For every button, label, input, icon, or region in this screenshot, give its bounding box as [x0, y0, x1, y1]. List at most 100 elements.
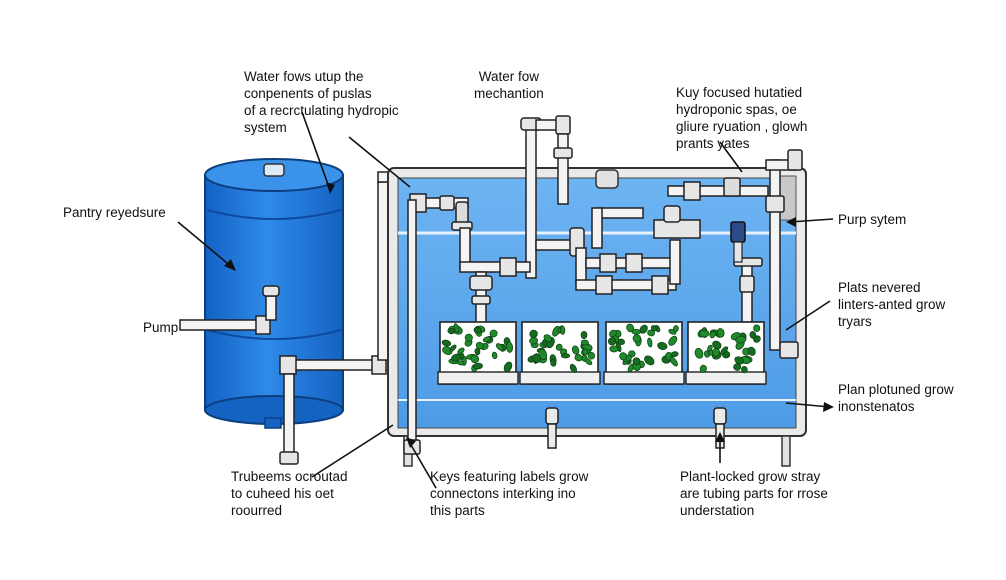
plant-leaf — [580, 339, 589, 346]
plant-leaf — [543, 334, 553, 343]
plant-leaf — [711, 348, 721, 357]
plant-leaf — [449, 344, 457, 352]
plant-leaf — [632, 334, 641, 343]
label-line: linters-anted grow — [838, 297, 946, 312]
plant-leaf — [532, 353, 542, 364]
label-keys-featuring: Keys featuring labels grow connectons in… — [430, 468, 588, 519]
plant-leaf — [451, 353, 461, 362]
label-line: gliure ryuation , glowh — [676, 119, 808, 134]
plant-leaf — [709, 330, 716, 339]
plant-leaf — [609, 345, 619, 353]
plant-leaf — [580, 330, 588, 340]
plant-leaf — [668, 335, 678, 346]
label-line: Plant-locked grow stray — [680, 469, 821, 484]
plant-leaf — [617, 338, 625, 345]
grow-tray — [685, 321, 767, 385]
plant-leaf — [712, 340, 722, 350]
plant-leaf — [747, 346, 756, 356]
label-pump: Pump — [143, 319, 178, 336]
plant-leaf — [453, 323, 460, 333]
label-line: are tubing parts for rrose — [680, 486, 828, 501]
internal-piping — [403, 115, 803, 455]
storage-tank — [204, 158, 344, 429]
label-line: prants yates — [676, 136, 750, 151]
plant-leaf — [619, 352, 628, 361]
label-line: Plan plotuned grow — [838, 382, 954, 397]
plant-leaf — [550, 359, 557, 367]
plant-leaf — [734, 356, 745, 365]
plant-leaf — [670, 351, 679, 358]
label-line: Trubeems ocroutad — [231, 469, 348, 484]
plant-leaf — [669, 356, 678, 367]
plant-leaf — [447, 327, 456, 334]
label-line: tryars — [838, 314, 872, 329]
label-key-focused: Kuy focused hutatied hydroponic spas, oe… — [676, 84, 807, 152]
plant-leaf — [749, 331, 757, 339]
plant-leaf — [571, 345, 580, 355]
label-line: to cuheed his oet — [231, 486, 334, 501]
label-line: connectons interking ino — [430, 486, 576, 501]
feed-pipe — [279, 171, 411, 465]
label-tubeens: Trubeems ocroutad to cuheed his oet roou… — [231, 468, 348, 519]
plant-leaf — [647, 329, 655, 337]
plant-leaf — [464, 333, 473, 342]
plant-leaf — [694, 347, 704, 359]
label-line: Purp sytem — [838, 212, 907, 227]
plant-leaf — [441, 339, 452, 347]
plant-leaf — [574, 354, 583, 362]
plant-leaf — [503, 361, 513, 373]
label-plant-locked: Plant-locked grow stray are tubing parts… — [680, 468, 828, 519]
plant-leaf — [644, 355, 655, 366]
plant-leaf — [607, 337, 617, 346]
plant-leaf — [529, 329, 538, 339]
label-line: Kuy focused hutatied — [676, 85, 803, 100]
label-line: Water fows utup the — [244, 69, 364, 84]
plant-leaf — [753, 324, 761, 332]
plant-leaf — [639, 324, 648, 334]
label-line: Keys featuring labels grow — [430, 469, 589, 484]
plant-leaf — [473, 326, 482, 334]
plant-leaf — [489, 329, 498, 338]
label-line: mechantion — [474, 86, 544, 101]
plant-leaf — [735, 335, 747, 344]
plant-leaf — [587, 351, 596, 360]
plant-leaf — [741, 365, 748, 374]
label-line: conpenents of puslas — [244, 86, 372, 101]
label-line: Water fow — [478, 69, 540, 84]
sprayer-sensor — [595, 169, 746, 263]
plant-leaf — [698, 329, 710, 338]
plant-leaf — [505, 341, 513, 353]
plant-leaf — [470, 354, 480, 364]
plant-leaf — [457, 360, 465, 366]
plant-leaf — [720, 346, 729, 355]
label-plats-nevered: Plats nevered linters-anted grow tryars — [838, 279, 945, 330]
callout-arrowheads — [224, 182, 834, 448]
label-water-flows: Water fows utup the conpenents of puslas… — [244, 68, 399, 136]
grow-trays — [437, 321, 767, 385]
label-line: roourred — [231, 503, 283, 518]
plant-leaf — [491, 351, 498, 360]
plant-leaf — [559, 325, 566, 335]
callout-lines — [177, 111, 834, 489]
plant-leaf — [472, 362, 483, 370]
label-line: system — [244, 120, 287, 135]
plant-leaf — [569, 363, 577, 373]
label-line: Plats nevered — [838, 280, 921, 295]
plant-leaf — [555, 343, 563, 351]
label-line: Pump — [143, 320, 179, 335]
plant-leaf — [632, 357, 641, 365]
plant-leaf — [609, 329, 617, 338]
plant-leaf — [650, 325, 657, 332]
plant-leaf — [699, 364, 707, 373]
plant-leaf — [474, 347, 481, 356]
grow-tray — [603, 321, 685, 385]
plant-leaf — [475, 341, 484, 350]
plant-leaf — [647, 337, 653, 348]
plant-leaf — [482, 336, 491, 343]
plant-leaf — [584, 358, 593, 366]
plant-leaf — [657, 342, 668, 350]
label-pantry: Pantry reyedsure — [63, 204, 166, 221]
label-line: of a recrctulating hydropic — [244, 103, 399, 118]
